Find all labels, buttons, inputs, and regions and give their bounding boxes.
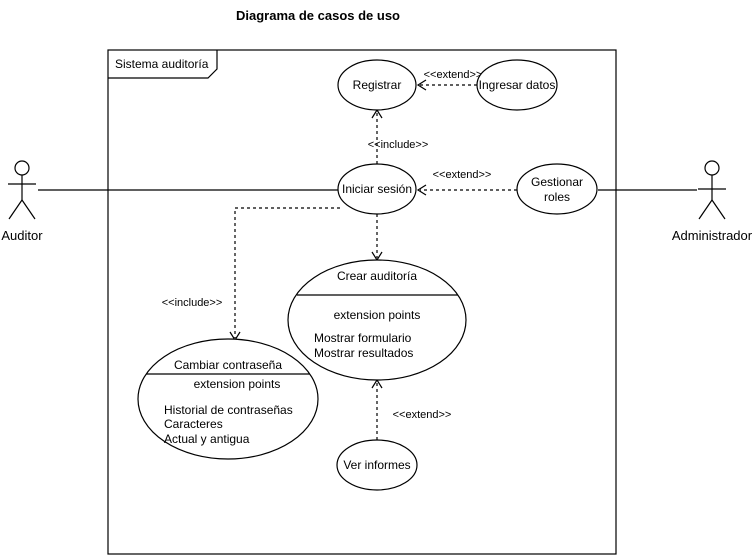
actor-right-leg	[711, 199, 726, 220]
usecase-crear-auditoria: Crear auditoría extension points Mostrar…	[287, 259, 467, 381]
usecase-gestionar-roles: Gestionar roles	[516, 163, 598, 215]
usecase-crear-ext-point: Mostrar formulario	[314, 331, 412, 345]
usecase-gestionar-label-line2: roles	[544, 190, 570, 204]
usecase-cambiar-ext-point: Caracteres	[164, 417, 223, 431]
usecase-ver-informes: Ver informes	[336, 439, 418, 491]
usecase-crear-ext-header: extension points	[334, 308, 421, 322]
usecase-iniciar-label: Iniciar sesión	[342, 182, 412, 196]
usecase-cambiar-contrasena: Cambiar contraseña extension points Hist…	[137, 338, 319, 460]
actor-admin-label: Administrador	[672, 228, 753, 243]
usecase-crear-label: Crear auditoría	[337, 269, 417, 283]
label-include-registrar: <<include>>	[368, 139, 429, 151]
actor-auditor: Auditor	[1, 160, 43, 243]
usecase-registrar-label: Registrar	[353, 78, 402, 92]
usecase-ver-informes-label: Ver informes	[343, 458, 410, 472]
label-extend-gestionar: <<extend>>	[433, 169, 492, 181]
system-name: Sistema auditoría	[115, 57, 209, 71]
usecase-ingresar-label: Ingresar datos	[479, 78, 556, 92]
system-name-tab	[108, 50, 218, 79]
label-extend-informes: <<extend>>	[393, 409, 452, 421]
usecase-crear-ext-point: Mostrar resultados	[314, 346, 413, 360]
actor-left-leg	[8, 199, 23, 220]
diagram-title: Diagrama de casos de uso	[236, 8, 400, 23]
label-include-cambiar: <<include>>	[162, 297, 223, 309]
actor-left-leg	[698, 199, 713, 220]
usecase-cambiar-label: Cambiar contraseña	[174, 358, 282, 372]
usecase-gestionar-label-line1: Gestionar	[531, 175, 583, 189]
actor-head	[14, 160, 30, 176]
usecase-ingresar-datos: Ingresar datos	[476, 59, 558, 111]
actor-right-leg	[21, 199, 36, 220]
relation-extend-ingresar	[416, 79, 477, 91]
usecase-cambiar-ext-header: extension points	[194, 377, 281, 391]
actor-administrador: Administrador	[672, 160, 753, 243]
label-extend-ingresar: <<extend>>	[424, 69, 483, 81]
actor-auditor-label: Auditor	[1, 228, 43, 243]
usecase-iniciar-sesion: Iniciar sesión	[337, 163, 417, 215]
actor-head	[704, 160, 720, 176]
usecase-cambiar-ext-point: Historial de contraseñas	[164, 403, 293, 417]
relation-extend-gestionar	[416, 184, 517, 196]
usecase-cambiar-ext-point: Actual y antigua	[164, 432, 250, 446]
usecase-registrar: Registrar	[337, 59, 417, 111]
